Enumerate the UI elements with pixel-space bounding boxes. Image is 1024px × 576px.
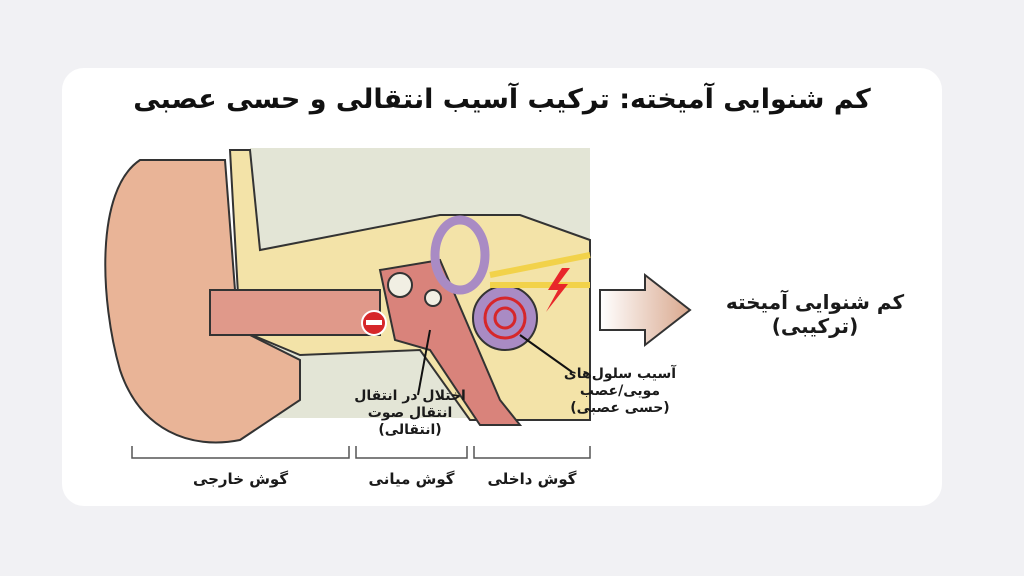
cochlea-spiral-inner	[493, 306, 517, 330]
no-entry-icon	[361, 310, 387, 336]
conductive-line-2: انتقال صوت	[367, 404, 453, 421]
result-arrow	[599, 272, 692, 348]
section-inner-ear: گوش داخلی	[487, 470, 577, 488]
sensorineural-pointer	[519, 334, 573, 373]
ossicle-stapes	[424, 289, 442, 307]
auditory-nerve	[489, 252, 591, 288]
conductive-pointer	[417, 329, 431, 396]
section-middle-ear: گوش میانی	[368, 470, 455, 488]
sensorineural-line-3: (حسی عصبی)	[570, 399, 670, 416]
conductive-label: اختلال در انتقال انتقال صوت (انتقالی)	[345, 388, 475, 438]
lightning-icon	[546, 268, 570, 312]
result-line-2: (ترکیبی)	[771, 314, 859, 338]
section-outer-ear: گوش خارجی	[192, 470, 289, 488]
page-title: کم شنوایی آمیخته: ترکیب آسیب انتقالی و ح…	[133, 84, 871, 115]
semicircular-canals	[430, 215, 490, 295]
sensorineural-label: آسیب سلول‌های مویی/عصب (حسی عصبی)	[560, 366, 680, 416]
mixed-hearing-loss-label: کم شنوایی آمیخته (ترکیبی)	[700, 290, 930, 338]
cochlea-spiral	[483, 296, 527, 340]
section-brackets	[131, 446, 591, 459]
result-line-1: کم شنوایی آمیخته	[725, 290, 905, 314]
sensorineural-line-1: آسیب سلول‌های	[563, 366, 677, 382]
sensorineural-line-2: مویی/عصب	[579, 382, 661, 399]
conductive-line-1: اختلال در انتقال	[354, 388, 466, 404]
ossicles	[387, 272, 413, 298]
conductive-line-3: (انتقالی)	[378, 421, 442, 438]
ear-canal	[209, 289, 381, 336]
